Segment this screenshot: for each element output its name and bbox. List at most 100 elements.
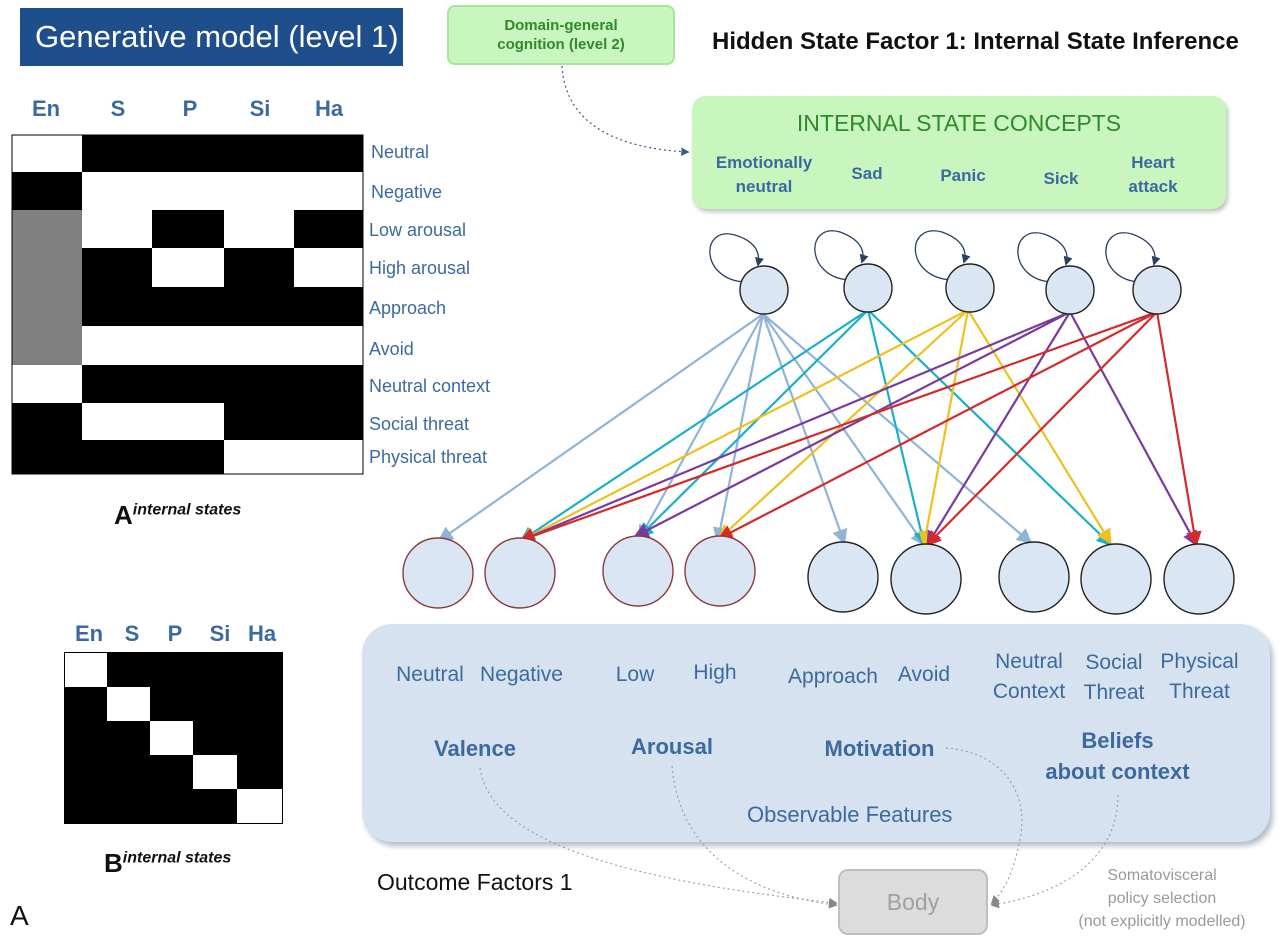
edge-sad [867,309,1113,547]
obs-node-neutral [402,537,474,609]
matrix-a-cell [12,210,82,365]
domain-general-box: Domain-general cognition (level 2) [447,5,675,65]
matrix-a-row-label: Approach [369,298,447,318]
obs-label-line: Avoid [897,663,951,686]
matrix-a-col-header: En [31,96,61,121]
matrix-a-col-header: P [182,96,198,121]
matrix-b-cell [193,755,237,789]
matrix-b-cell [237,789,282,823]
edge-sad [637,309,869,539]
state-node-sick [1045,265,1095,315]
obs-node-social-threat [1080,543,1152,615]
obs-label-line: High [693,661,737,684]
domain-general-label: Domain-general cognition (level 2) [497,17,625,53]
edge-sick [633,311,1071,538]
matrix-a-cell [82,210,152,248]
obs-group-motivation: Motivation [812,733,947,764]
self-loop-arrow [914,230,971,281]
obs-label-low: Low [600,660,670,690]
concept-line: neutral [735,177,793,196]
obs-node-negative [484,537,556,609]
internal-state-concepts-title: INTERNAL STATE CONCEPTS [796,110,1122,136]
self-loop-arrow [1017,232,1073,283]
obs-label-negative: Negative [474,660,569,690]
matrix-b-col-header: En [74,621,104,646]
obs-label-line: Physical [1160,650,1239,673]
matrix-b-caption-sup: internal states [122,849,232,867]
obs-node-avoid [890,543,962,615]
edge-sick [1069,311,1198,547]
outcome-factors-label: Outcome Factors 1 [377,869,573,895]
matrix-a-row-label: Negative [371,182,443,202]
matrix-a-col-header: Ha [314,96,344,121]
obs-group-valence: Valence [415,733,535,764]
matrix-a-cell [294,248,363,287]
concept-line: Heart [1131,153,1175,172]
matrix-b-cell [150,721,193,755]
matrix-a-row-label: High arousal [369,258,471,278]
matrix-b-cell [107,687,150,721]
concept-line: Emotionally [715,153,813,172]
self-loop-arrow [709,233,764,283]
obs-node-physical-threat [1163,543,1235,615]
obs-group-arousal: Arousal [612,731,732,762]
matrix-a-col-header: S [110,96,126,121]
matrix-a-row-label: Neutral [371,142,430,162]
observable-features-label: Observable Features [747,802,953,827]
obs-node-high [684,535,756,607]
obs-node-approach [807,541,879,613]
obs-group-line: Motivation [824,736,935,761]
matrix-a-cell [224,210,294,248]
matrix-b-caption-main: B [104,848,123,878]
edge-panic [717,309,969,541]
edge-heart [519,310,1158,544]
edge-neutral [762,313,1033,545]
matrix-a-caption: Ainternal states [114,500,241,531]
concept-emotionally-neutral: Emotionally neutral [704,151,824,199]
internal-state-concepts-box: INTERNAL STATE CONCEPTS Emotionally neut… [692,96,1226,209]
matrix-a-cell [224,440,363,474]
hidden-state-title: Hidden State Factor 1: Internal State In… [712,28,1239,55]
obs-label-line: Threat [1083,681,1145,704]
edge-neutral [762,313,926,547]
level2-link-arrow [561,65,690,156]
obs-label-neutral-context: Neutral Context [984,647,1074,707]
obs-label-line: Negative [480,663,563,686]
concept-panic: Panic [928,164,998,188]
matrix-b-caption: Binternal states [104,848,231,879]
matrix-a-cell [82,403,224,440]
state-node-sad [843,263,893,313]
obs-label-line: Social [1085,651,1143,674]
state-node-panic [945,263,995,313]
obs-label-high: High [680,658,750,688]
edge-neutral [761,313,848,545]
obs-group-line: Valence [434,736,516,761]
obs-group-line: about context [1045,759,1190,784]
likelihood-edges [437,309,1202,548]
edge-heart [925,311,1158,547]
edge-sick [519,310,1071,543]
edge-panic [519,309,969,542]
obs-label-line: Neutral [995,650,1063,673]
title-text: Generative model (level 1) [35,19,399,54]
obs-label-approach: Approach [783,662,883,692]
soma-line: Somatovisceral [1107,867,1217,884]
obs-node-neutral-context [998,541,1070,613]
matrix-a-row-label: Social threat [369,414,470,434]
state-nodes [709,230,1182,315]
concept-sad: Sad [832,162,902,186]
obs-label-avoid: Avoid [888,660,960,690]
obs-label-social-threat: Social Threat [1074,648,1154,708]
matrix-a-cell [82,172,363,210]
obs-node-low [602,535,674,607]
obs-label-line: Context [992,680,1066,703]
matrix-b-col-header: Ha [247,621,277,646]
matrix-a-caption-sup: internal states [132,501,242,519]
obs-group-beliefs: Beliefs about context [1035,725,1200,787]
matrix-b [64,652,283,824]
matrix-a-cell [82,326,363,365]
edge-neutral [437,313,764,542]
edge-panic [967,309,1112,545]
matrix-a-col-header: Si [249,96,271,121]
edge-neutral [638,313,764,541]
